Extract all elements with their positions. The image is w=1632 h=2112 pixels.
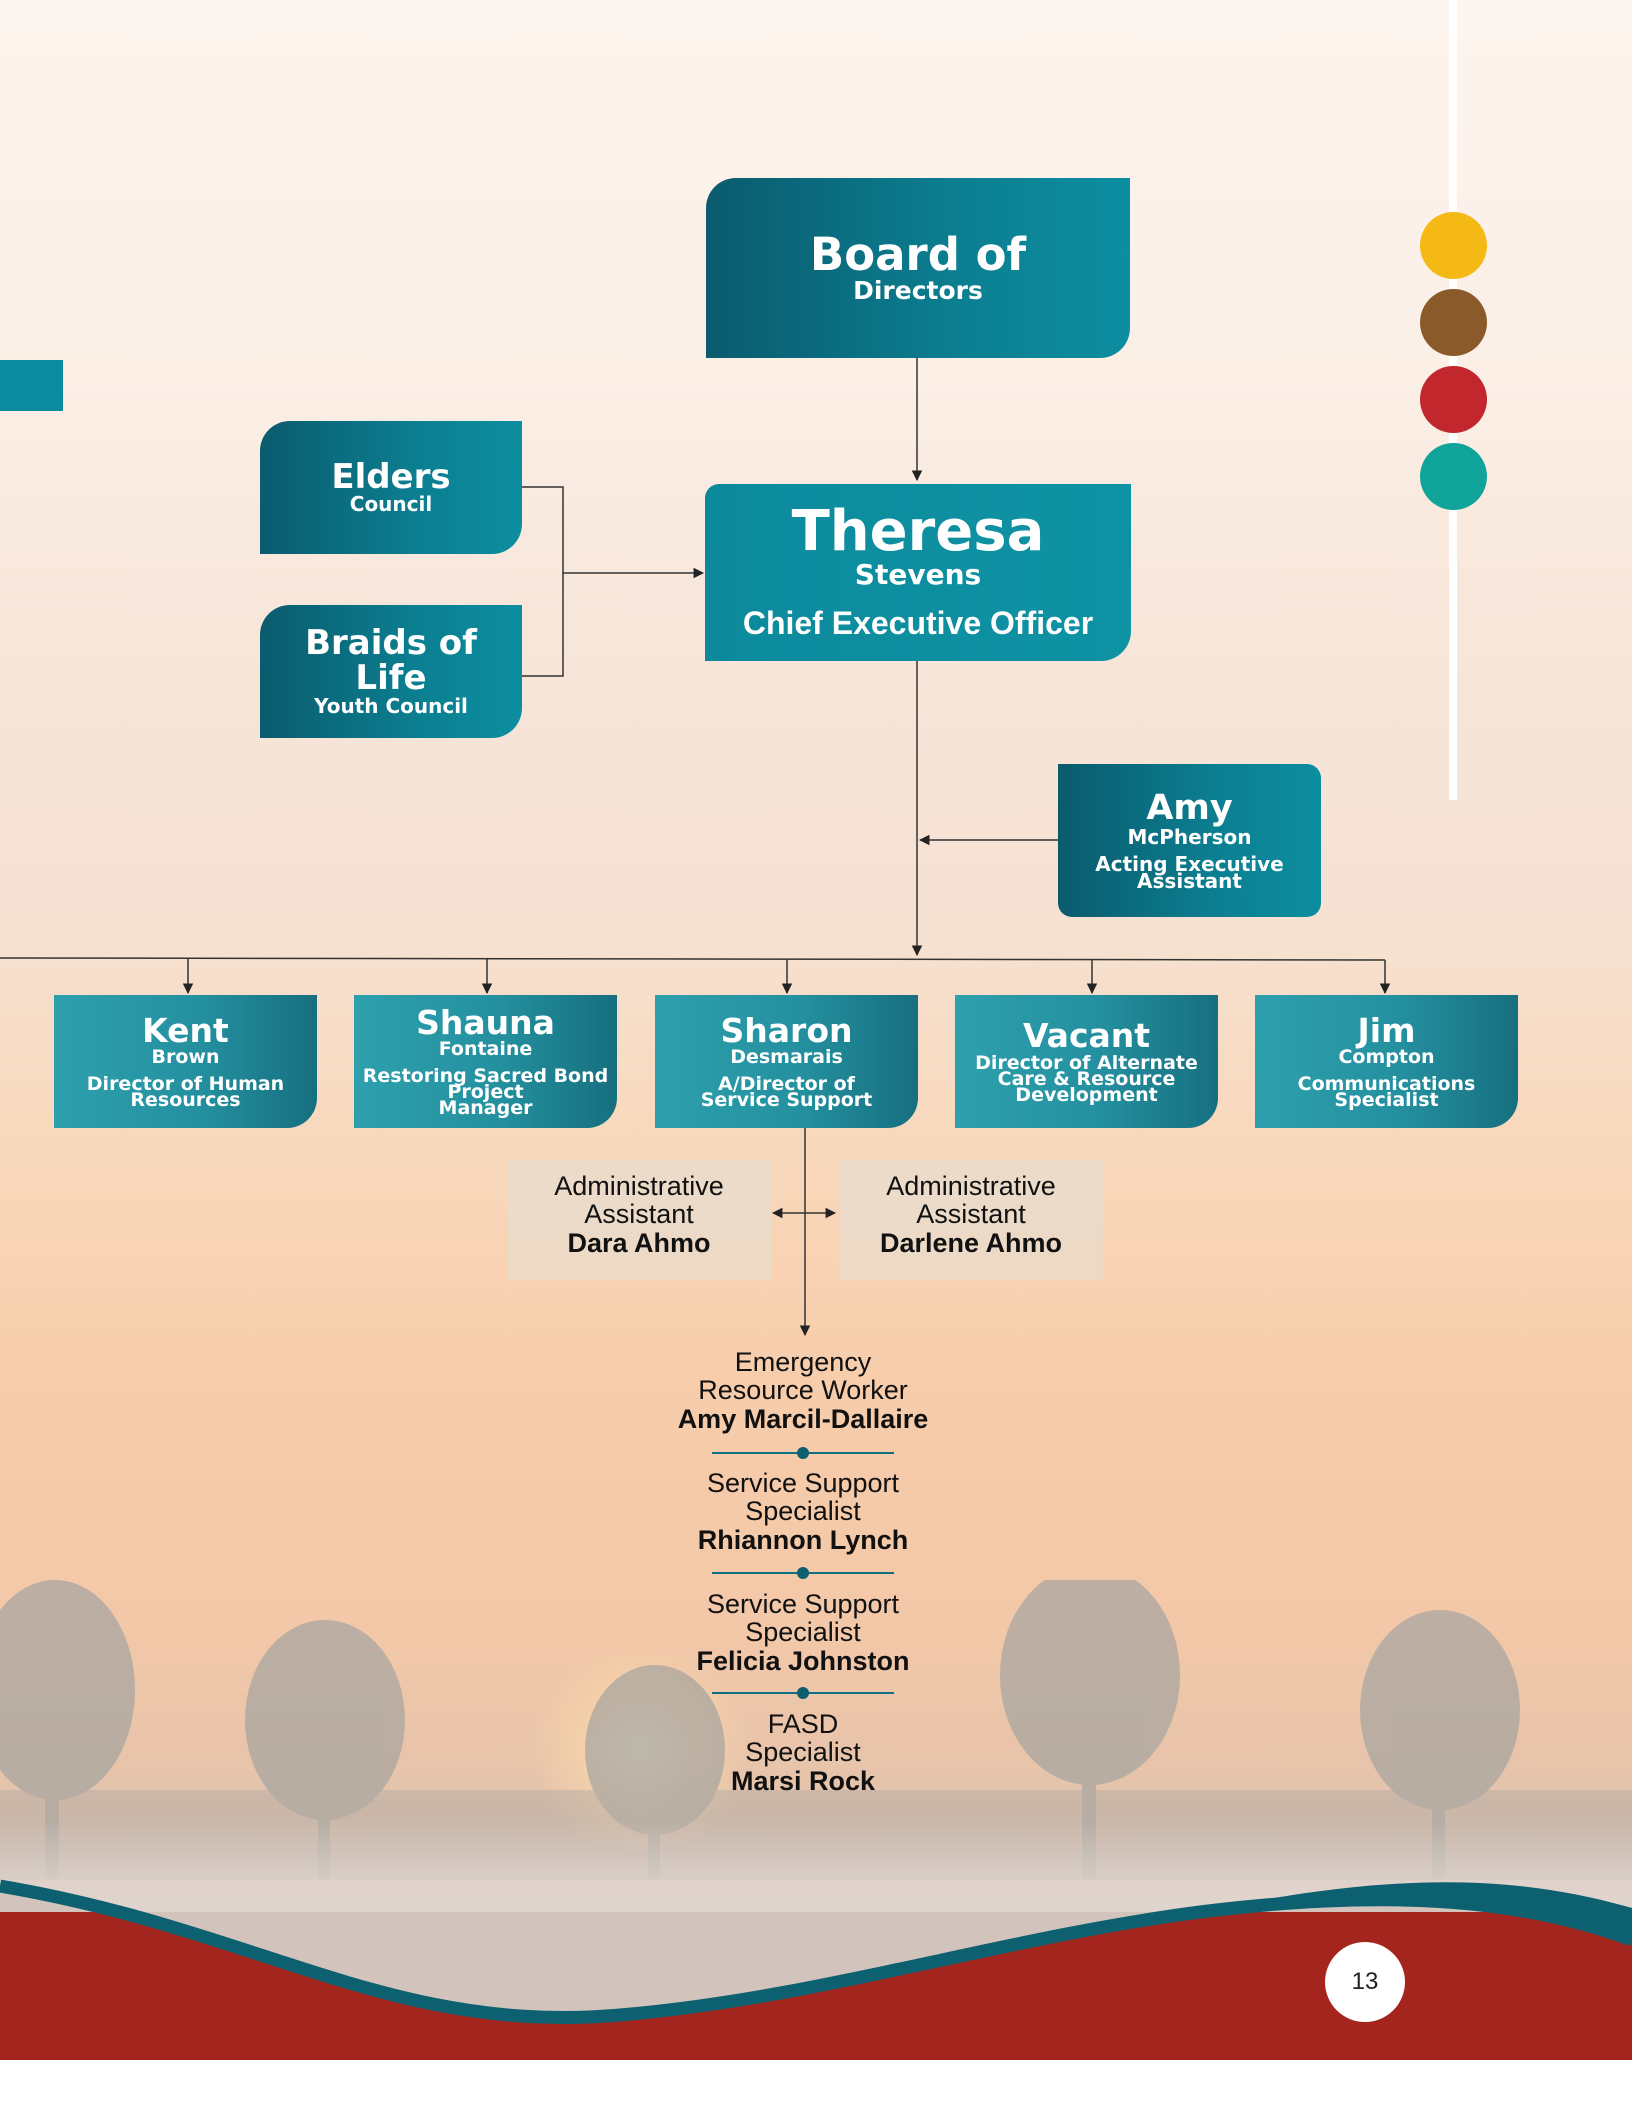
ceo-first-name: Theresa — [791, 498, 1045, 564]
admin-assistant-box: Administrative Assistant Dara Ahmo — [507, 1160, 771, 1280]
staff-name: Felicia Johnston — [696, 1645, 910, 1676]
staff-divider-dot — [797, 1687, 809, 1699]
admin-name: Dara Ahmo — [567, 1227, 711, 1258]
elders-subtitle: Council — [349, 492, 433, 517]
staff-title-line1: Service Support — [706, 1468, 900, 1498]
admin-name: Darlene Ahmo — [879, 1227, 1063, 1258]
footer-wave — [0, 1879, 1632, 2112]
director-last-name: Compton — [1338, 1046, 1435, 1069]
director-last-name: Brown — [151, 1046, 220, 1069]
yellow-dot-icon — [1420, 212, 1487, 279]
director-box-vacant: Vacant Director of Alternate Care & Reso… — [955, 995, 1218, 1128]
staff-title-line2: Specialist — [745, 1496, 861, 1527]
assistant-role-line2: Assistant — [1137, 868, 1242, 893]
director-role-line: A/Director of — [718, 1072, 855, 1095]
staff-title-line2: Resource Worker — [698, 1375, 908, 1406]
admin-title-line1: Administrative — [886, 1171, 1056, 1201]
ceo-last-name: Stevens — [854, 557, 982, 591]
staff-entry: Service Support Specialist Felicia Johns… — [623, 1590, 983, 1675]
board-title: Board of — [809, 227, 1027, 281]
assistant-last-name: McPherson — [1127, 824, 1252, 849]
staff-name: Marsi Rock — [730, 1765, 876, 1796]
director-box-jim: Jim Compton Communications Specialist — [1255, 995, 1518, 1128]
board-subtitle: Directors — [853, 275, 983, 305]
director-box-kent: Kent Brown Director of Human Resources — [54, 995, 317, 1128]
staff-title-line2: Specialist — [745, 1737, 861, 1768]
staff-name: Rhiannon Lynch — [697, 1524, 909, 1555]
red-dot-icon — [1420, 366, 1487, 433]
director-first-name: Jim — [1357, 1011, 1416, 1051]
director-role-line: Restoring Sacred Bond — [362, 1064, 609, 1087]
staff-entry: FASD Specialist Marsi Rock — [623, 1710, 983, 1795]
director-role-line: Director of Human — [86, 1072, 285, 1095]
braids-title-line2: Life — [355, 658, 427, 698]
org-chart-connectors — [0, 358, 1391, 1337]
braids-title-line1: Braids of — [305, 623, 477, 664]
staff-title-line1: Emergency — [734, 1347, 872, 1377]
elders-title: Elders — [331, 456, 451, 497]
director-role-line: Specialist — [1334, 1089, 1439, 1112]
staff-divider-dot — [797, 1447, 809, 1459]
director-box-sharon: Sharon Desmarais A/Director of Service S… — [655, 995, 918, 1128]
brown-dot-icon — [1420, 289, 1487, 356]
admin-title-line1: Administrative — [554, 1171, 724, 1201]
braids-of-life-box: Braids of Life Youth Council — [260, 605, 522, 738]
director-role-line: Project — [447, 1081, 524, 1104]
page-number: 13 — [1325, 1942, 1405, 2022]
staff-title-line1: Service Support — [706, 1589, 900, 1619]
staff-title-line2: Specialist — [745, 1617, 861, 1648]
admin-title-line2: Assistant — [916, 1199, 1026, 1230]
director-first-name: Sharon — [720, 1011, 853, 1051]
director-role-line: Care & Resource — [997, 1068, 1176, 1091]
section-tab — [0, 360, 63, 411]
director-role-line: Development — [1015, 1084, 1158, 1107]
executive-assistant-box: Amy McPherson Acting Executive Assistant — [1058, 764, 1321, 917]
assistant-first-name: Amy — [1146, 787, 1233, 828]
director-last-name: Desmarais — [730, 1046, 843, 1069]
director-first-name: Shauna — [416, 1003, 555, 1043]
admin-title-line2: Assistant — [584, 1199, 694, 1230]
staff-entry: Service Support Specialist Rhiannon Lync… — [623, 1469, 983, 1554]
staff-divider-dot — [797, 1567, 809, 1579]
director-box-shauna: Shauna Fontaine Restoring Sacred Bond Pr… — [354, 995, 617, 1128]
ceo-title: Chief Executive Officer — [742, 605, 1094, 642]
director-role-line: Service Support — [700, 1089, 873, 1112]
director-role-line: Communications — [1297, 1072, 1476, 1095]
staff-entry: Emergency Resource Worker Amy Marcil-Dal… — [623, 1348, 983, 1433]
director-role-line: Manager — [438, 1097, 533, 1120]
director-first-name: Vacant — [1022, 1016, 1151, 1056]
braids-subtitle: Youth Council — [314, 693, 468, 718]
director-last-name: Fontaine — [438, 1037, 533, 1060]
director-role-line: Resources — [130, 1089, 241, 1112]
elders-council-box: Elders Council — [260, 421, 522, 554]
admin-assistant-box: Administrative Assistant Darlene Ahmo — [839, 1160, 1103, 1280]
staff-name: Amy Marcil-Dallaire — [677, 1403, 929, 1434]
teal-dot-icon — [1420, 443, 1487, 510]
director-first-name: Kent — [142, 1011, 229, 1051]
board-of-directors-box: Board of Directors — [706, 178, 1130, 358]
assistant-role-line1: Acting Executive — [1095, 851, 1284, 876]
staff-title-line1: FASD — [767, 1709, 839, 1739]
director-role-line: Director of Alternate — [975, 1051, 1198, 1074]
ceo-box: Theresa Stevens Chief Executive Officer — [705, 484, 1131, 661]
